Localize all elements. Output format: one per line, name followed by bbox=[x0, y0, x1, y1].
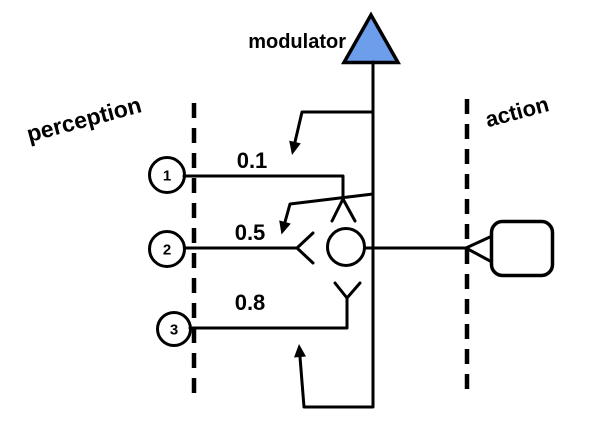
input-node-1-label: 1 bbox=[163, 168, 171, 185]
soma-circle bbox=[326, 227, 366, 267]
action-label: action bbox=[483, 91, 552, 132]
modulator-arrowhead-input2-icon bbox=[279, 220, 291, 235]
weight-label-2: 0.5 bbox=[235, 220, 266, 245]
modulator-arrowhead-input1-icon bbox=[289, 140, 301, 155]
output-synapse-fork bbox=[464, 235, 493, 263]
input-axon-1 bbox=[182, 174, 345, 201]
modulator-axon bbox=[298, 60, 375, 409]
perception-label: perception bbox=[24, 91, 144, 147]
input-synapse-fork-3 bbox=[333, 281, 362, 300]
modulator-arrowhead-input3-icon bbox=[294, 344, 306, 358]
action-box bbox=[489, 219, 555, 278]
input-node-2-label: 2 bbox=[163, 242, 171, 259]
input-node-3-label: 3 bbox=[170, 322, 178, 339]
modulator-triangle-icon bbox=[340, 11, 402, 65]
input-axon-3 bbox=[188, 296, 349, 330]
input-synapse-fork-2 bbox=[295, 231, 315, 265]
modulator-branch-input1 bbox=[293, 110, 375, 144]
weight-label-3: 0.8 bbox=[235, 290, 266, 315]
weight-label-1: 0.1 bbox=[237, 148, 268, 173]
input-synapse-fork-1 bbox=[330, 197, 357, 223]
modulator-branch-input2 bbox=[283, 192, 375, 224]
modulator-label: modulator bbox=[248, 31, 346, 53]
